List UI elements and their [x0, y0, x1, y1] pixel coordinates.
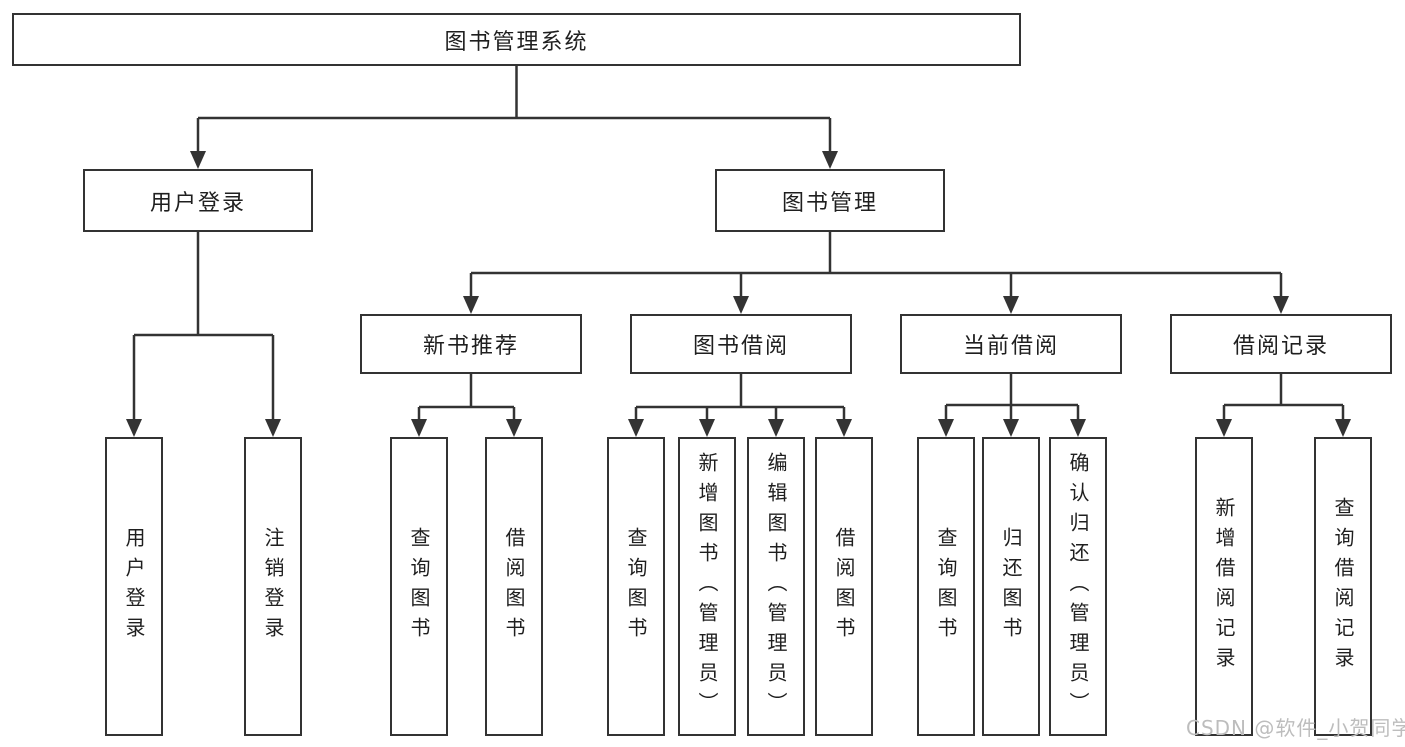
leaf-current-query-books-label: 查询图书 — [934, 526, 958, 647]
connector-current-to-leaves — [944, 374, 1080, 421]
leaf-newbook-query-books-label: 查询图书 — [407, 526, 431, 647]
node-new-book-recommend: 新书推荐 — [360, 314, 582, 374]
leaf-newbook-borrow-books: 借阅图书 — [485, 437, 543, 736]
leaf-borrowing-edit-books-admin-label: 编辑图书（管理员） — [764, 451, 788, 722]
connector-userlogin-to-leaves — [132, 232, 275, 421]
leaf-current-return-books-label: 归还图书 — [999, 526, 1023, 647]
connector-root-to-level2 — [196, 66, 832, 153]
leaf-records-query-record: 查询借阅记录 — [1314, 437, 1372, 736]
connector-bookmgmt-to-level3 — [469, 232, 1283, 298]
node-book-borrowing-label: 图书借阅 — [692, 334, 789, 359]
node-book-management-label: 图书管理 — [781, 190, 878, 216]
leaf-records-query-record-label: 查询借阅记录 — [1331, 496, 1355, 677]
leaf-current-confirm-return-admin-label: 确认归还（管理员） — [1066, 451, 1090, 722]
node-current-borrowing: 当前借阅 — [900, 314, 1122, 374]
leaf-borrowing-borrow-books: 借阅图书 — [815, 437, 873, 736]
leaf-borrowing-query-books: 查询图书 — [607, 437, 665, 736]
node-user-login: 用户登录 — [83, 169, 313, 232]
node-library-system-label: 图书管理系统 — [444, 29, 589, 55]
node-user-login-label: 用户登录 — [149, 190, 246, 216]
leaf-borrowing-borrow-books-label: 借阅图书 — [832, 526, 856, 647]
leaf-newbook-query-books: 查询图书 — [390, 437, 448, 736]
node-new-book-recommend-label: 新书推荐 — [422, 334, 519, 359]
connector-newbook-to-leaves — [417, 374, 516, 421]
leaf-user-login-label: 用户登录 — [122, 526, 146, 647]
leaf-logout-label: 注销登录 — [261, 526, 285, 647]
leaf-records-add-record-label: 新增借阅记录 — [1212, 496, 1236, 677]
leaf-records-add-record: 新增借阅记录 — [1195, 437, 1253, 736]
leaf-borrowing-add-books-admin: 新增图书（管理员） — [678, 437, 736, 736]
leaf-logout: 注销登录 — [244, 437, 302, 736]
arrowheads — [126, 151, 1351, 437]
csdn-watermark: CSDN @软件_小贺同学 — [1186, 716, 1405, 740]
connector-records-to-leaves — [1222, 374, 1345, 421]
node-borrowing-records: 借阅记录 — [1170, 314, 1392, 374]
leaf-current-return-books: 归还图书 — [982, 437, 1040, 736]
leaf-user-login: 用户登录 — [105, 437, 163, 736]
leaf-borrowing-add-books-admin-label: 新增图书（管理员） — [695, 451, 719, 722]
leaf-borrowing-edit-books-admin: 编辑图书（管理员） — [747, 437, 805, 736]
leaf-current-confirm-return-admin: 确认归还（管理员） — [1049, 437, 1107, 736]
node-current-borrowing-label: 当前借阅 — [962, 334, 1059, 359]
connector-borrowing-to-leaves — [634, 374, 846, 421]
node-borrowing-records-label: 借阅记录 — [1232, 334, 1329, 359]
leaf-borrowing-query-books-label: 查询图书 — [624, 526, 648, 647]
node-book-management: 图书管理 — [715, 169, 945, 232]
node-book-borrowing: 图书借阅 — [630, 314, 852, 374]
leaf-newbook-borrow-books-label: 借阅图书 — [502, 526, 526, 647]
node-library-system: 图书管理系统 — [12, 13, 1021, 66]
leaf-current-query-books: 查询图书 — [917, 437, 975, 736]
